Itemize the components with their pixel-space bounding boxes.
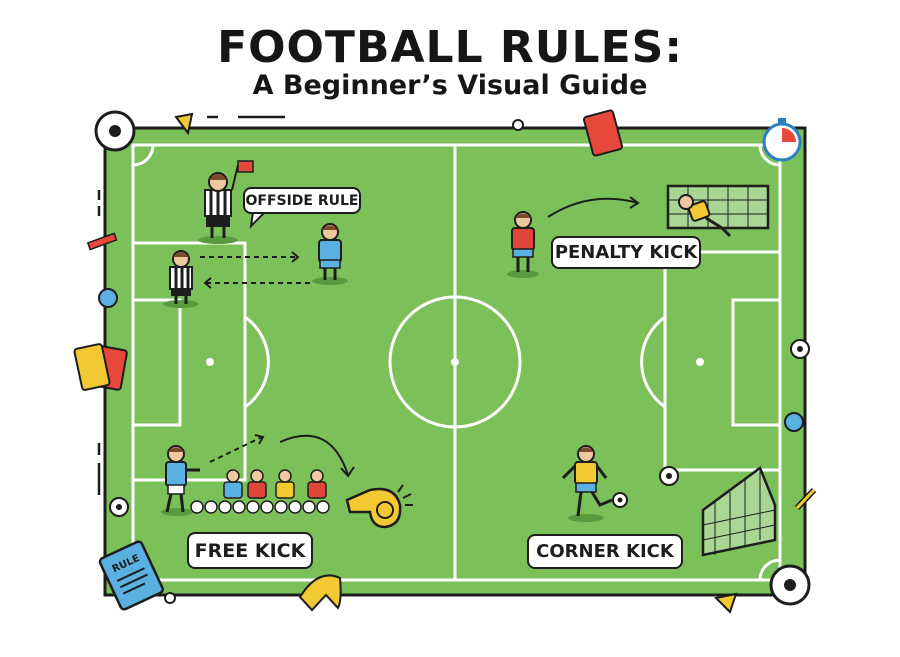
flag-icon: [237, 160, 254, 173]
yellow-flag-icon: [713, 592, 738, 614]
goalkeeper-figure: [678, 194, 732, 238]
red-card-icon: [583, 109, 623, 157]
soccer-ball-icon: [612, 492, 628, 508]
blue-dot-icon: [784, 412, 804, 432]
assistant-referee-figure: [198, 160, 254, 244]
free-kick-label: FREE KICK: [187, 532, 313, 569]
right-goal-area: [731, 298, 782, 427]
soccer-ball-icon: [790, 339, 810, 359]
soccer-ball-icon: [109, 497, 129, 517]
right-penalty-spot: [696, 358, 704, 366]
page-subtitle: A Beginner’s Visual Guide: [252, 70, 648, 101]
page-title: FOOTBALL RULES:: [217, 22, 683, 73]
center-spot: [451, 358, 459, 366]
center-circle: [388, 295, 522, 429]
offside-arrows: [200, 251, 310, 289]
whistle-icon: [345, 484, 413, 529]
wall-player: [223, 469, 243, 499]
blue-player-figure: [312, 223, 348, 285]
referee-figure: [163, 250, 199, 308]
penalty-taker-figure: [507, 211, 539, 278]
yellow-flag-icon: [174, 112, 194, 136]
wall-player: [275, 469, 295, 499]
yellow-card-icon: [73, 343, 111, 391]
soccer-ball-icon: [94, 110, 136, 152]
penalty-arrow: [547, 197, 639, 218]
rule-book-icon: RULE: [98, 540, 164, 611]
corner-kick-label: CORNER KICK: [527, 534, 683, 569]
left-goal-area: [131, 298, 182, 427]
cone-icon: [298, 574, 342, 612]
soccer-ball-icon: [659, 466, 679, 486]
red-bar-icon: [86, 232, 118, 251]
right-penalty-arc: [640, 315, 666, 409]
free-kick-taker-figure: [161, 445, 200, 516]
defensive-wall: [190, 469, 330, 514]
ball-row: [190, 500, 330, 514]
pitch-lines: [131, 143, 782, 582]
left-penalty-spot: [206, 358, 214, 366]
corner-kicker-figure: [561, 445, 628, 522]
wall-player: [307, 469, 327, 499]
stopwatch-icon: [762, 118, 802, 162]
goal-net-icon: [701, 466, 777, 557]
soccer-ball-icon: [769, 564, 811, 606]
offside-rule-label: OFFSIDE RULE: [243, 187, 361, 214]
left-penalty-arc: [244, 315, 270, 409]
white-dot-icon: [164, 592, 176, 604]
wall-player: [247, 469, 267, 499]
penalty-kick-label: PENALTY KICK: [551, 236, 701, 269]
blue-dot-icon: [98, 288, 118, 308]
white-dot-icon: [512, 119, 524, 131]
free-kick-arrows: [209, 434, 355, 478]
